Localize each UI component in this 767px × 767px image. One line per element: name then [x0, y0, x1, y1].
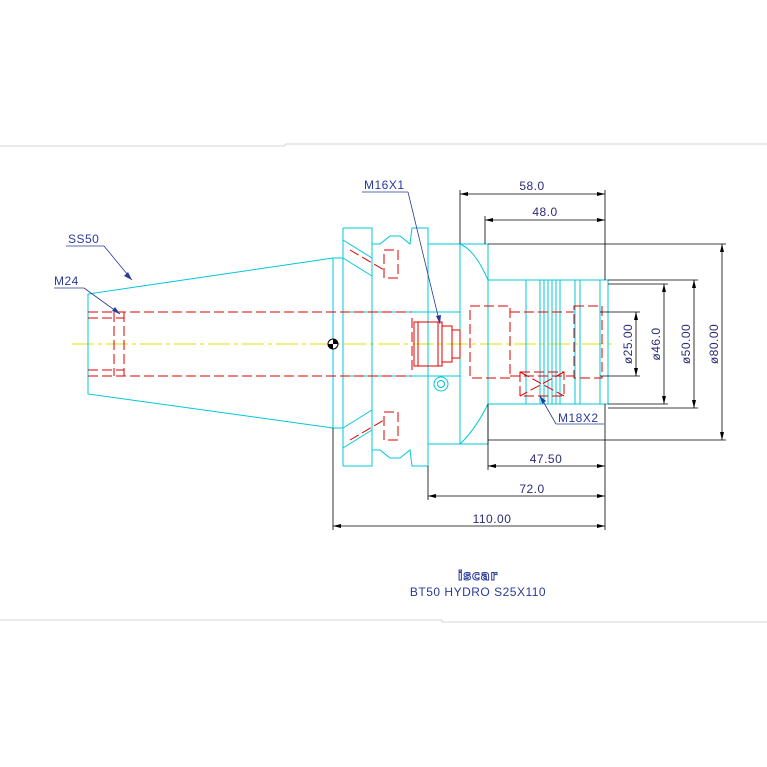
dim-48: 48.0 — [532, 205, 557, 219]
dim-72: 72.0 — [519, 482, 544, 496]
label-m24: M24 — [54, 274, 79, 288]
dimension-arrows — [333, 192, 724, 528]
dim-58: 58.0 — [519, 179, 544, 193]
hidden-lines — [88, 249, 603, 441]
center-mark — [327, 338, 339, 350]
dimension-lines — [332, 190, 726, 530]
dim-dia46: ø46.0 — [649, 327, 663, 360]
iscar-logo: iscar — [457, 569, 498, 585]
dim-47-50: 47.50 — [530, 452, 563, 466]
set-screw — [413, 321, 461, 367]
dim-110: 110.00 — [473, 512, 512, 526]
leader-arrows — [112, 272, 546, 404]
label-m16x1: M16X1 — [364, 178, 405, 192]
dim-dia50: ø50.00 — [679, 324, 693, 364]
dim-dia80: ø80.00 — [707, 324, 721, 364]
part-name: BT50 HYDRO S25X110 — [410, 585, 546, 599]
dim-dia25: ø25.00 — [621, 324, 635, 364]
holder-outline — [87, 227, 609, 467]
iscar-logo-text: iscar — [458, 569, 498, 584]
label-ss50: SS50 — [68, 232, 99, 246]
label-m18x2: M18X2 — [558, 411, 599, 425]
leader-lines — [54, 191, 604, 425]
sheet-frame — [0, 143, 767, 623]
